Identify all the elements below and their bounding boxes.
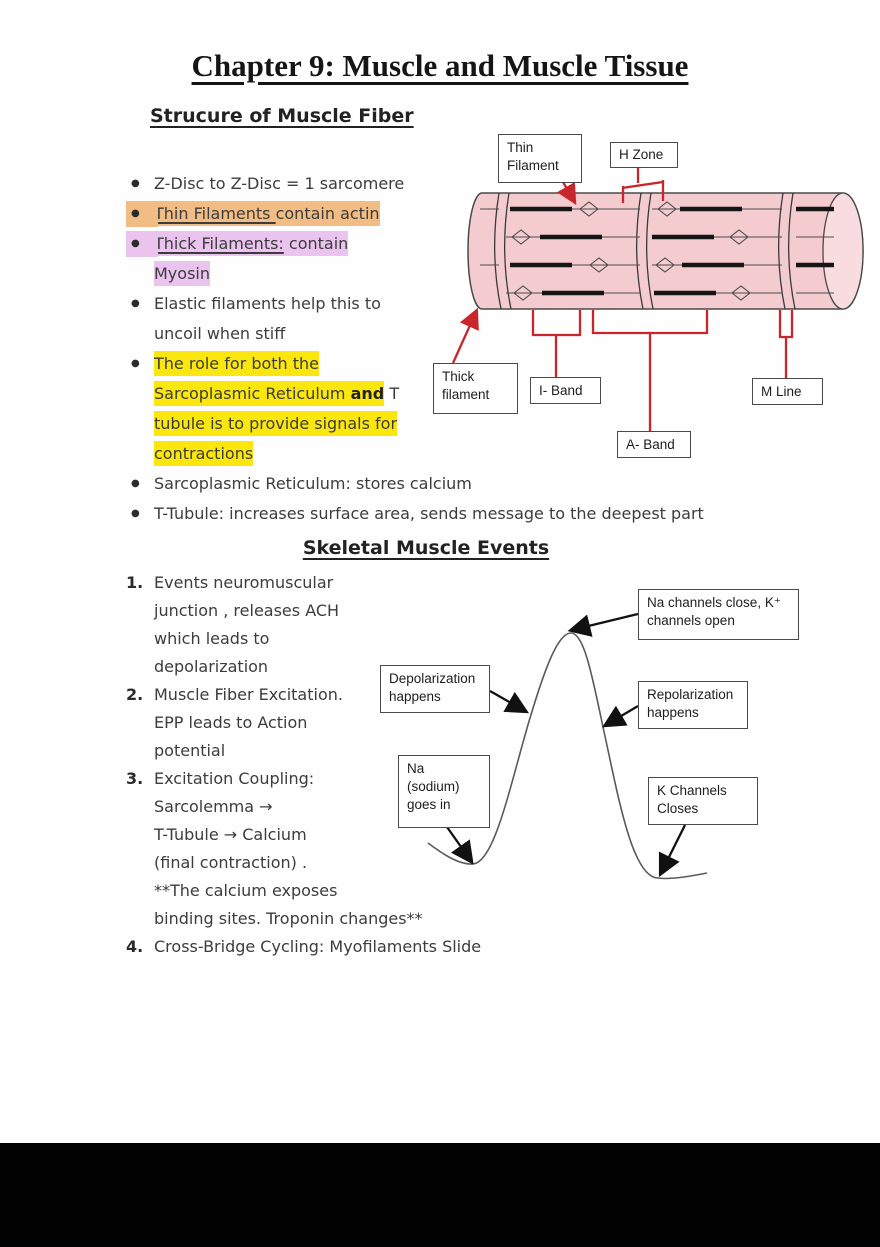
list-item-text: Thin Filaments contain actin — [154, 201, 380, 226]
label-m-line: M Line — [752, 378, 823, 405]
text-run: T-Tubule → Calcium — [154, 825, 307, 844]
numbered-item: 4. Cross-Bridge Cycling: Myofilaments Sli… — [126, 933, 546, 961]
list-item-text: T-Tubule: increases surface area, sends … — [154, 501, 704, 526]
list-item-text: Elastic filaments help this to uncoil whe… — [154, 291, 381, 346]
label-k-channels-closes: K Channels Closes — [648, 777, 758, 825]
text-run: **The calcium exposes — [154, 881, 338, 900]
section-heading-structure: Strucure of Muscle Fiber — [150, 105, 414, 127]
text-run: uncoil when stiff — [154, 324, 286, 343]
muscle-cylinder — [467, 192, 864, 310]
bullet-item: ●Thin Filaments contain actin — [126, 199, 816, 229]
numbered-item: 2. Muscle Fiber Excitation. EPP leads to A… — [126, 681, 546, 765]
bullet-item: ● Sarcoplasmic Reticulum: stores calcium — [126, 469, 816, 499]
bullet-marker: ● — [131, 358, 140, 369]
text-run: tubule is to provide signals for — [154, 411, 398, 436]
muscle-fiber-diagram — [451, 167, 864, 431]
text-run: Z-Disc to Z-Disc = 1 sarcomere — [154, 174, 405, 193]
graph-annotation-arrows — [446, 612, 687, 878]
label-a-band: A- Band — [617, 431, 691, 458]
text-run: binding sites. Troponin changes** — [154, 909, 423, 928]
bullet-item: ● Elastic filaments help this to uncoil wh… — [126, 289, 816, 349]
text-run: The role for both the — [154, 351, 320, 376]
text-run: Cross-Bridge Cycling: Myofilaments Slide — [154, 937, 482, 956]
text-run: Muscle Fiber Excitation. — [154, 685, 343, 704]
numbered-item: 1. Events neuromuscular junction , release… — [126, 569, 546, 681]
label-i-band: I- Band — [530, 377, 601, 404]
structure-bullet-list: ●Z-Disc to Z-Disc = 1 sarcomere●Thin Fil… — [126, 169, 816, 529]
bullet-item: ● Z-Disc to Z-Disc = 1 sarcomere — [126, 169, 816, 199]
bullet-item: ● T-Tubule: increases surface area, sends… — [126, 499, 816, 529]
action-potential-diagram — [427, 612, 708, 880]
text-run: potential — [154, 741, 226, 760]
list-item-text: Z-Disc to Z-Disc = 1 sarcomere — [154, 171, 404, 196]
text-run: Myosin — [154, 261, 210, 286]
text-run: Sarcoplasmic Reticulum — [154, 381, 351, 406]
text-run: T-Tubule: increases surface area, sends … — [154, 504, 704, 523]
bullet-marker: ● — [126, 231, 158, 257]
fiber-annotation-lines — [451, 167, 794, 431]
text-run: which leads to — [154, 629, 270, 648]
list-item-text: Sarcoplasmic Reticulum: stores calcium — [154, 471, 472, 496]
bullet-marker: ● — [126, 201, 158, 227]
text-run: contractions — [154, 441, 254, 466]
label-repolarization: Repolarization happens — [638, 681, 748, 729]
section-heading-events: Skeletal Muscle Events — [302, 537, 550, 559]
text-run: EPP leads to Action — [154, 713, 308, 732]
label-h-zone: H Zone — [610, 142, 678, 168]
text-run: Elastic filaments help this to — [154, 294, 381, 313]
list-item-text: Events neuromuscular junction , releases … — [154, 570, 339, 679]
list-item-text: Muscle Fiber Excitation. EPP leads to Act… — [154, 682, 343, 763]
label-na-channels-close: Na channels close, K⁺ channels open — [638, 589, 799, 640]
z-disc-lines — [494, 192, 796, 310]
footer-black-band — [0, 1143, 880, 1247]
text-run: and — [350, 381, 385, 406]
bullet-marker: ● — [131, 298, 140, 309]
bullet-marker: ● — [131, 508, 140, 519]
label-na-goes-in: Na (sodium) goes in — [398, 755, 490, 828]
text-run: Sarcoplasmic Reticulum: stores calcium — [154, 474, 472, 493]
filament-pattern — [480, 201, 834, 301]
events-numbered-list: 1. Events neuromuscular junction , release… — [126, 569, 546, 961]
number-marker: 1. — [126, 573, 144, 592]
text-run: Events neuromuscular — [154, 573, 334, 592]
text-run: (final contraction) . — [154, 853, 308, 872]
number-marker: 2. — [126, 685, 144, 704]
text-run: depolarization — [154, 657, 269, 676]
list-item-text: Cross-Bridge Cycling: Myofilaments Slide — [154, 934, 481, 959]
text-run: contain actin — [275, 201, 380, 226]
text-run: Thick Filaments: — [154, 231, 284, 256]
text-run: junction , releases ACH — [154, 601, 340, 620]
text-run: Thin Filaments — [154, 201, 276, 226]
bullet-marker: ● — [131, 478, 140, 489]
text-run: Excitation Coupling: — [154, 769, 315, 788]
number-marker: 3. — [126, 769, 144, 788]
label-depolarization: Depolarization happens — [380, 665, 490, 713]
page-title: Chapter 9: Muscle and Muscle Tissue — [191, 48, 689, 83]
label-thick-filament: Thick filament — [433, 363, 518, 414]
numbered-item: 3. Excitation Coupling: Sarcolemma → T-Tubu… — [126, 765, 546, 933]
text-run: Sarcolemma → — [154, 797, 273, 816]
list-item-text: Excitation Coupling: Sarcolemma → T-Tubule… — [154, 766, 423, 931]
bullet-marker: ● — [131, 178, 140, 189]
label-thin-filament: Thin Filament — [498, 134, 582, 183]
number-marker: 4. — [126, 937, 144, 956]
text-run: contain — [283, 231, 349, 256]
text-run: T — [384, 384, 400, 403]
